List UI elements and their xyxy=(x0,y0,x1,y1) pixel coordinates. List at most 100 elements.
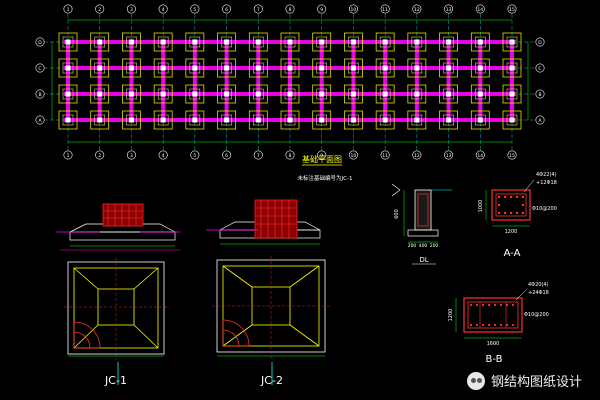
wechat-icon xyxy=(466,371,485,390)
footing xyxy=(375,84,395,104)
column xyxy=(414,65,420,71)
column xyxy=(224,65,230,71)
aa-stirrup: Φ10@200 xyxy=(532,206,557,212)
footing xyxy=(185,32,205,52)
footing-step xyxy=(157,36,169,48)
footing-step xyxy=(379,88,391,100)
aa-height: 1000 xyxy=(478,200,484,213)
footing-step xyxy=(475,62,486,74)
footing xyxy=(248,32,268,52)
axis-bubble-bottom xyxy=(412,150,422,160)
axis-bubble-left xyxy=(35,89,45,99)
tie-beam-v xyxy=(383,42,388,120)
footing xyxy=(58,84,78,104)
dl-dim-left: 200 xyxy=(408,243,417,249)
footing xyxy=(344,58,363,78)
aa-width: 1200 xyxy=(505,229,518,235)
axis-label-top: 10 xyxy=(351,7,357,13)
footing-step xyxy=(94,62,105,74)
footing-step xyxy=(126,62,137,74)
axis-label-bottom: 3 xyxy=(130,153,133,159)
column xyxy=(446,65,452,71)
footing xyxy=(470,110,490,130)
dl-dim-right: 200 xyxy=(430,243,439,249)
footing-step xyxy=(62,36,74,48)
footing-step xyxy=(316,36,327,48)
footing xyxy=(280,58,300,78)
axis-label-bottom: 1 xyxy=(67,153,70,159)
footing-step xyxy=(221,114,232,126)
dl-label: DL xyxy=(419,256,428,264)
axis-bubble-top xyxy=(158,4,168,14)
jc2-plan xyxy=(212,256,330,360)
axis-bubble-top xyxy=(317,4,327,14)
axis-label-bottom: 2 xyxy=(98,153,101,159)
bb-width: 1600 xyxy=(487,341,500,347)
axis-bubble-top xyxy=(95,4,105,14)
footing xyxy=(280,32,300,52)
footing-step xyxy=(221,62,232,74)
axis-bubble-bottom xyxy=(190,150,200,160)
column xyxy=(350,117,356,123)
axis-label-top: 4 xyxy=(162,7,165,13)
foundation-plan: 1122334455667788991010111112121313141415… xyxy=(35,4,545,160)
footing-step xyxy=(189,36,201,48)
footing-step xyxy=(506,62,518,74)
footing xyxy=(122,84,141,104)
footing-step xyxy=(221,36,232,48)
footing xyxy=(280,84,300,104)
jc1-label: JC-1 xyxy=(104,374,127,387)
footing-step xyxy=(506,114,518,126)
axis-label-bottom: 11 xyxy=(382,153,388,159)
column xyxy=(255,117,261,123)
axis-bubble-bottom xyxy=(507,150,517,160)
footing xyxy=(217,32,236,52)
tie-beam-v xyxy=(510,42,514,120)
column xyxy=(160,65,166,71)
column xyxy=(477,91,483,97)
footing xyxy=(470,32,490,52)
column xyxy=(224,117,230,123)
bb-rebar-mid: +24Φ18 xyxy=(528,290,549,296)
column xyxy=(255,65,261,71)
column xyxy=(477,39,483,45)
column xyxy=(192,39,198,45)
dl-detail xyxy=(391,183,452,243)
column xyxy=(509,65,515,71)
footing-step xyxy=(253,36,264,48)
footing xyxy=(185,84,205,104)
footing xyxy=(375,58,395,78)
axis-bubble-bottom xyxy=(63,150,73,160)
footing xyxy=(122,32,141,52)
column xyxy=(128,65,134,71)
axis-bubble-bottom xyxy=(285,150,295,160)
footing xyxy=(344,32,363,52)
footing xyxy=(502,84,522,104)
axis-label-top: 12 xyxy=(414,7,420,13)
tie-beam-v xyxy=(161,42,166,120)
bb-section xyxy=(455,289,527,339)
footing xyxy=(502,58,522,78)
column xyxy=(509,39,515,45)
footing-step xyxy=(443,88,454,100)
column xyxy=(160,39,166,45)
column xyxy=(382,117,388,123)
column xyxy=(65,91,71,97)
column xyxy=(287,91,293,97)
column xyxy=(128,39,134,45)
footing-step xyxy=(348,36,359,48)
footing-step xyxy=(62,88,74,100)
axis-bubble-top xyxy=(285,4,295,14)
bb-rebar-top: 4Φ20(4) xyxy=(528,282,549,288)
axis-label-bottom: 9 xyxy=(320,153,323,159)
column xyxy=(192,65,198,71)
footing xyxy=(439,84,458,104)
footing-step xyxy=(475,114,486,126)
tie-beam-v xyxy=(66,42,70,120)
footing xyxy=(153,84,173,104)
footing xyxy=(312,110,332,130)
column xyxy=(128,117,134,123)
watermark: 钢结构图纸设计 xyxy=(466,371,582,390)
footing xyxy=(90,58,110,78)
axis-label-bottom: 10 xyxy=(351,153,357,159)
